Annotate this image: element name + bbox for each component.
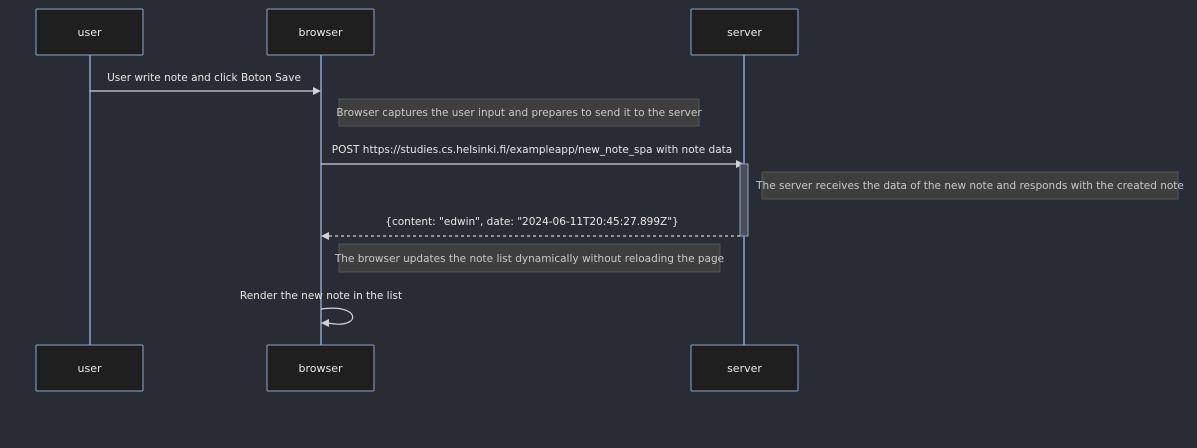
note-box: The browser updates the note list dynami… — [334, 243, 724, 273]
actor-label: browser — [298, 26, 342, 39]
message-label: User write note and click Boton Save — [107, 72, 301, 84]
note-text: The server receives the data of the new … — [755, 180, 1184, 192]
self-message-arrow — [320, 307, 354, 325]
actor-label: server — [727, 362, 762, 375]
actor-browser-bottom: browser — [266, 344, 375, 392]
message-label: {content: "edwin", date: "2024-06-11T20:… — [385, 216, 678, 228]
note-box: The server receives the data of the new … — [755, 171, 1184, 200]
actor-server-bottom: server — [690, 344, 799, 392]
actor-label: user — [78, 26, 102, 39]
server-activation-bar — [739, 163, 749, 237]
note-text: Browser captures the user input and prep… — [336, 107, 702, 119]
actor-label: user — [78, 362, 102, 375]
note-text: The browser updates the note list dynami… — [334, 253, 724, 265]
arrowhead — [313, 87, 321, 95]
note-box: Browser captures the user input and prep… — [336, 98, 702, 127]
actor-user-bottom: user — [35, 344, 144, 392]
arrowhead — [321, 232, 329, 240]
arrowhead — [321, 319, 329, 327]
message-label: Render the new note in the list — [240, 290, 402, 302]
actor-label: browser — [298, 362, 342, 375]
actor-label: server — [727, 26, 762, 39]
actor-server-top: server — [690, 8, 799, 56]
actor-browser-top: browser — [266, 8, 375, 56]
message-label: POST https://studies.cs.helsinki.fi/exam… — [332, 144, 732, 156]
actor-user-top: user — [35, 8, 144, 56]
